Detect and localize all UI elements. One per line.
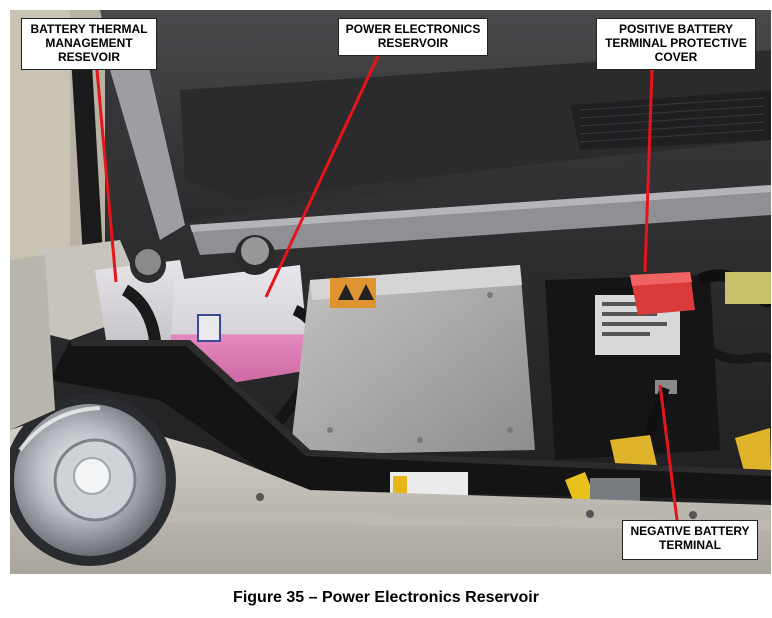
callout-battery-thermal-reservoir: BATTERY THERMAL MANAGEMENT RESEVOIR [21,18,157,70]
callout-positive-terminal-cover: POSITIVE BATTERY TERMINAL PROTECTIVE COV… [596,18,756,70]
callout-power-electronics-reservoir: POWER ELECTRONICS RESERVOIR [338,18,488,56]
arrow-negative-terminal [658,384,679,521]
arrow-power-electronics [264,55,380,298]
figure-caption: Figure 35 – Power Electronics Reservoir [233,589,539,606]
arrow-battery-thermal [95,69,118,283]
arrow-positive-cover [643,69,654,273]
callout-negative-battery-terminal: NEGATIVE BATTERY TERMINAL [622,520,758,560]
